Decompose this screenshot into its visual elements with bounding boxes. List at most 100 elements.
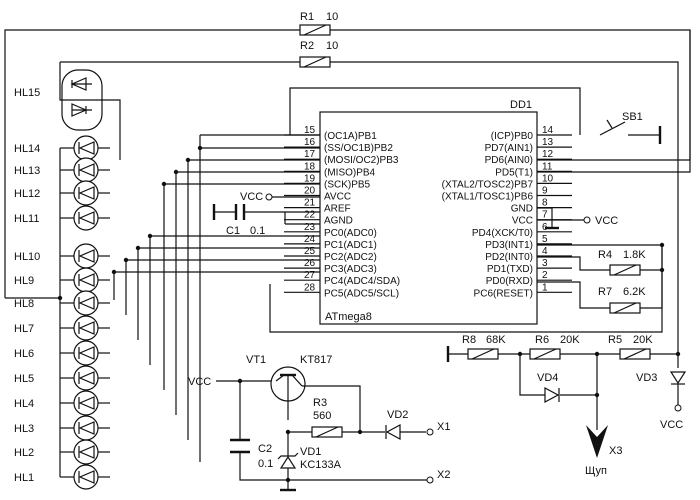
vcc-power-label: VCC bbox=[188, 376, 211, 388]
left-pin-name: AVCC bbox=[324, 192, 351, 203]
sb1-contact bbox=[599, 121, 626, 136]
left-pin-number: 22 bbox=[304, 210, 316, 221]
left-pin-name: PC3(ADC3) bbox=[324, 264, 377, 275]
vcc-pin7-terminal bbox=[583, 216, 591, 224]
vt1-emitter bbox=[302, 385, 361, 432]
c2-label: C2 bbox=[258, 443, 272, 455]
led-hl9: HL9 bbox=[14, 267, 110, 293]
led-diode bbox=[78, 186, 95, 200]
right-pin-number: 11 bbox=[542, 161, 553, 172]
x1-terminal bbox=[426, 428, 434, 436]
left-pin-number: 24 bbox=[304, 234, 316, 245]
right-pin-name: PD4(XCK/T0) bbox=[472, 228, 533, 239]
vt1-label: VT1 bbox=[246, 354, 266, 366]
led-hl5: HL5 bbox=[14, 365, 110, 391]
left-pin-name: (OC1A)PB1 bbox=[324, 131, 377, 142]
led-diode bbox=[78, 445, 95, 459]
led-label: HL11 bbox=[14, 213, 39, 225]
led-diode bbox=[78, 470, 95, 484]
led-hl1: HL1 bbox=[14, 464, 110, 490]
vd2-label: VD2 bbox=[387, 409, 408, 421]
vd3-terminal bbox=[674, 404, 682, 412]
sb1-actuator bbox=[606, 119, 613, 129]
r1-slash bbox=[303, 24, 327, 36]
r1-name: R1 bbox=[300, 11, 314, 23]
r5-slash bbox=[623, 348, 647, 360]
left-pin-number: 19 bbox=[304, 173, 316, 184]
left-pin-number: 20 bbox=[304, 186, 316, 197]
r2-value: 10 bbox=[326, 40, 338, 52]
left-pin-number: 17 bbox=[304, 149, 316, 160]
led-label: HL10 bbox=[14, 251, 40, 263]
led-diode bbox=[78, 396, 95, 410]
vd4-label: VD4 bbox=[537, 372, 558, 384]
left-pin-name: AGND bbox=[324, 216, 353, 227]
hl15-leads bbox=[59, 62, 121, 160]
led-hl13: HL13 bbox=[14, 157, 110, 183]
right-pin-name: PD6(AIN0) bbox=[485, 155, 533, 166]
right-pin-name: PD5(T1) bbox=[495, 167, 533, 178]
vd1-body bbox=[279, 455, 297, 469]
r2-slash bbox=[303, 56, 327, 68]
left-pin-name: PC2(ADC2) bbox=[324, 252, 377, 263]
r2-wire bbox=[60, 61, 679, 368]
led-label: HL5 bbox=[14, 373, 34, 385]
left-pin-name: PC0(ADC0) bbox=[324, 228, 377, 239]
led-diode bbox=[78, 141, 95, 155]
right-pin-name: (XTAL1/TOSC1)PB6 bbox=[442, 192, 534, 203]
vt1-leads bbox=[275, 374, 303, 420]
led-hl7: HL7 bbox=[14, 315, 110, 341]
mcu-body bbox=[319, 111, 538, 325]
vd3-label: VD3 bbox=[636, 372, 657, 384]
right-pin-number: 4 bbox=[542, 246, 548, 257]
right-pin-name: PD0(RXD) bbox=[486, 276, 533, 287]
r7-name: R7 bbox=[598, 286, 612, 298]
r3-value: 560 bbox=[313, 410, 331, 422]
vd4-body bbox=[544, 386, 560, 404]
vd3-body bbox=[669, 371, 687, 385]
r5-name: R5 bbox=[608, 334, 622, 346]
left-pin-number: 25 bbox=[304, 246, 316, 257]
hl15-bottom-diode bbox=[71, 103, 92, 117]
led-diode bbox=[78, 421, 95, 435]
pd0-wire bbox=[537, 270, 663, 309]
left-pin-number: 27 bbox=[304, 270, 316, 281]
sb1-label: SB1 bbox=[622, 111, 643, 123]
led-label: HL3 bbox=[14, 423, 34, 435]
hl15-label: HL15 bbox=[14, 87, 40, 99]
r2-name: R2 bbox=[300, 40, 314, 52]
led-hl11: HL11 bbox=[14, 205, 110, 231]
r6-value: 20K bbox=[560, 334, 580, 346]
vd4-wire bbox=[519, 354, 598, 430]
right-pin-number: 1 bbox=[542, 282, 548, 293]
left-pin-name: PC5(ADC5/SCL) bbox=[324, 288, 399, 299]
c1-value: 0.1 bbox=[250, 225, 265, 237]
left-pin-number: 18 bbox=[304, 161, 316, 172]
right-pin-name: PD7(AIN1) bbox=[485, 143, 533, 154]
led-label: HL1 bbox=[14, 472, 34, 484]
pb1-loop bbox=[289, 87, 581, 135]
led-label: HL6 bbox=[14, 348, 34, 360]
c1-label: C1 bbox=[226, 225, 240, 237]
probe-label: Щуп bbox=[585, 465, 607, 477]
r7-value: 6.2K bbox=[623, 286, 646, 298]
r4-name: R4 bbox=[598, 249, 612, 261]
left-pin-name: (SCK)PB5 bbox=[324, 179, 371, 190]
r6-slash bbox=[533, 348, 557, 360]
led-hl3: HL3 bbox=[14, 415, 110, 441]
vd1-part: KC133A bbox=[300, 459, 342, 471]
r4-value: 1.8K bbox=[623, 249, 646, 261]
led-hl12: HL12 bbox=[14, 180, 110, 206]
led-hl8: HL8 bbox=[14, 290, 110, 316]
r8-slash bbox=[471, 348, 495, 360]
junction-dots bbox=[57, 145, 681, 483]
led-diode bbox=[78, 346, 95, 360]
probe-arrow bbox=[586, 425, 608, 458]
avcc-terminal bbox=[265, 193, 273, 201]
led-hl6: HL6 bbox=[14, 340, 110, 366]
r8-name: R8 bbox=[462, 334, 476, 346]
right-pin-name: VCC bbox=[512, 216, 533, 227]
r8-value: 68K bbox=[486, 334, 506, 346]
